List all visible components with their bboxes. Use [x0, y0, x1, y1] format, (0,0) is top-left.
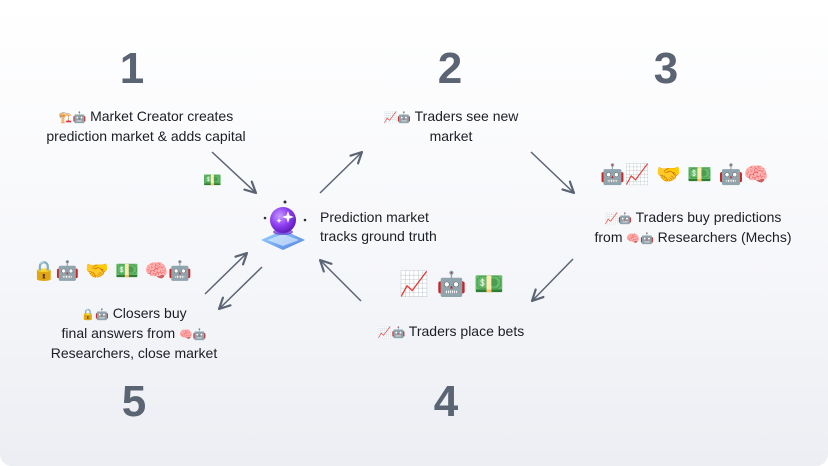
arrow-step4-to-center — [318, 258, 362, 302]
arrow-step2-to-step3 — [530, 151, 576, 195]
step-2-label-line2: market — [429, 128, 473, 144]
chart-robot-icon: 📈🤖 — [604, 212, 632, 225]
step-2-label: 📈🤖 Traders see new market — [340, 107, 562, 146]
step-5-label: 🔒🤖 Closers buy final answers from 🧠🤖 Res… — [20, 304, 248, 363]
step-5-number: 5 — [121, 377, 147, 426]
money-icon: 💵 — [203, 171, 222, 189]
center-label: Prediction market tracks ground truth — [320, 208, 437, 246]
arrow-step5-to-center — [204, 251, 249, 295]
step-2-label-line1: Traders see new — [414, 108, 519, 124]
arrow-center-to-step5 — [217, 266, 263, 311]
arrow-step3-to-step4 — [530, 258, 574, 303]
step-3-label-suffix: Researchers (Mechs) — [653, 229, 792, 245]
step-5-label-line1: Closers buy — [112, 305, 187, 321]
builder-robot-icon: 🏗️🤖 — [58, 111, 87, 124]
step-3-label-line1: Traders buy predictions — [635, 209, 782, 225]
step-3-number: 3 — [653, 44, 679, 93]
step-1-number: 1 — [119, 44, 145, 93]
step-3-label: 📈🤖 Traders buy predictions from 🧠🤖 Resea… — [562, 208, 824, 248]
step-1-label-line1: Market Creator creates — [90, 108, 234, 124]
step-3-label-prefix: from — [594, 229, 627, 245]
step-5-icons-row: 🔒🤖 🤝 💵 🧠🤖 — [32, 260, 193, 282]
chart-robot-icon: 📈🤖 — [383, 111, 411, 124]
step-2-number: 2 — [437, 44, 463, 93]
center-label-line1: Prediction market — [320, 209, 429, 225]
step-1-label: 🏗️🤖 Market Creator creates prediction ma… — [20, 107, 272, 146]
step-4-label-line1: Traders place bets — [408, 323, 525, 339]
center-label-line2: tracks ground truth — [320, 228, 437, 244]
step-5-label-line3: Researchers, close market — [50, 345, 218, 361]
step-4-icons-row: 📈 🤖 💵 — [399, 270, 504, 298]
crystal-ball-icon — [255, 196, 311, 256]
brain-robot-icon: 🧠🤖 — [179, 328, 207, 341]
step-5-label-prefix: final answers from — [61, 325, 180, 341]
arrow-step1-to-center — [211, 151, 258, 195]
step-4-number: 4 — [433, 377, 459, 426]
step-3-icons-row: 🤖📈 🤝 💵 🤖🧠 — [600, 162, 769, 186]
lock-robot-icon: 🔒🤖 — [81, 308, 109, 321]
step-1-label-line2: prediction market & adds capital — [46, 128, 246, 144]
brain-robot-icon: 🧠🤖 — [626, 232, 654, 245]
step-4-label: 📈🤖 Traders place bets — [350, 322, 552, 342]
arrow-center-to-step2 — [319, 150, 364, 194]
chart-robot-icon: 📈🤖 — [377, 326, 406, 339]
